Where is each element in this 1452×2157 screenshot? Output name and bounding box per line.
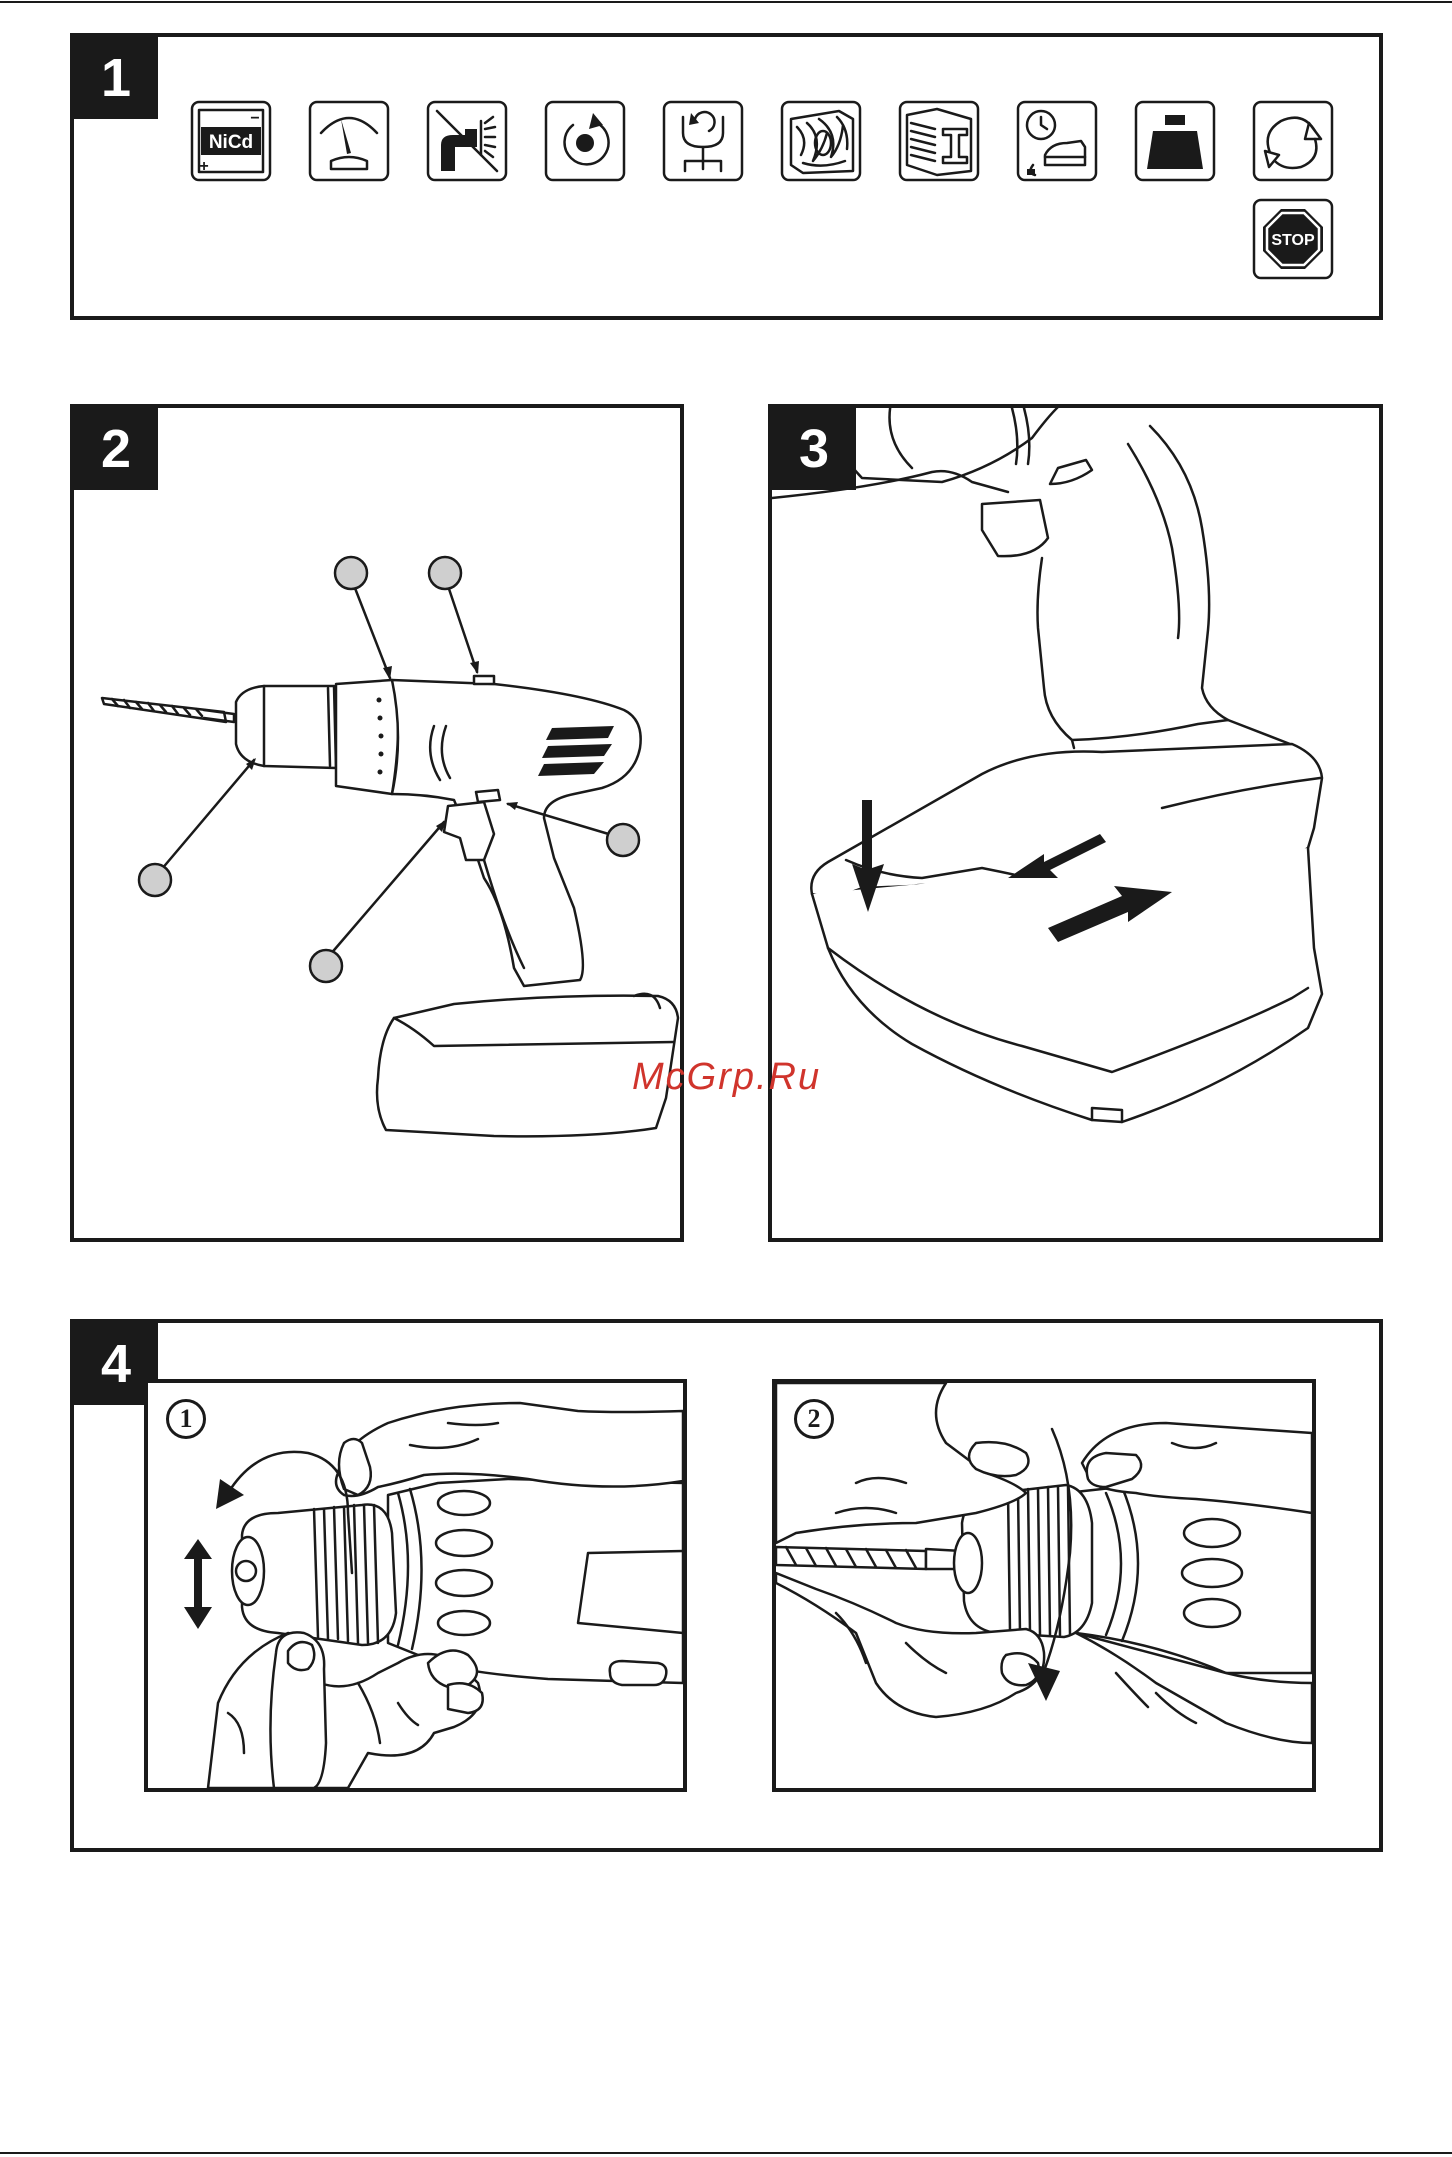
watermark: McGrp.Ru — [632, 1056, 821, 1099]
step-number-badge: 1 — [166, 1399, 206, 1439]
rotation-icon — [543, 99, 627, 183]
charging-time-icon — [1015, 99, 1099, 183]
stop-label: STOP — [1271, 232, 1315, 249]
battery-minus: − — [250, 110, 259, 127]
figure-2-panel: 2 — [70, 404, 684, 1242]
step-number-badge: 2 — [794, 1399, 834, 1439]
step-1-panel: 1 — [144, 1379, 687, 1792]
battery-plus: + — [199, 158, 208, 175]
figure-1-panel: 1 NiCd − + — [70, 33, 1383, 320]
drill-overview-illustration — [74, 408, 680, 1238]
battery-label: NiCd — [209, 132, 253, 153]
steel-icon — [897, 99, 981, 183]
chuck-loosen-illustration — [148, 1383, 683, 1788]
chuck-tighten-illustration — [776, 1383, 1312, 1788]
no-hammer-icon — [425, 99, 509, 183]
battery-insert-illustration — [772, 408, 1379, 1238]
torque-clutch-icon — [661, 99, 745, 183]
figure-number: 3 — [772, 408, 856, 490]
battery-nicd-icon: NiCd − + — [189, 99, 273, 183]
figure-3-panel: 3 — [768, 404, 1383, 1242]
step-2-panel: 2 — [772, 1379, 1316, 1792]
bottom-rule — [0, 2152, 1452, 2154]
figure-number: 1 — [74, 37, 158, 119]
wood-icon — [779, 99, 863, 183]
reverse-rotation-icon — [1251, 99, 1335, 183]
weight-icon — [1133, 99, 1217, 183]
top-rule — [0, 1, 1452, 3]
speed-gauge-icon — [307, 99, 391, 183]
stop-icon: STOP — [1251, 197, 1335, 281]
figure-4-panel: 4 — [70, 1319, 1383, 1852]
